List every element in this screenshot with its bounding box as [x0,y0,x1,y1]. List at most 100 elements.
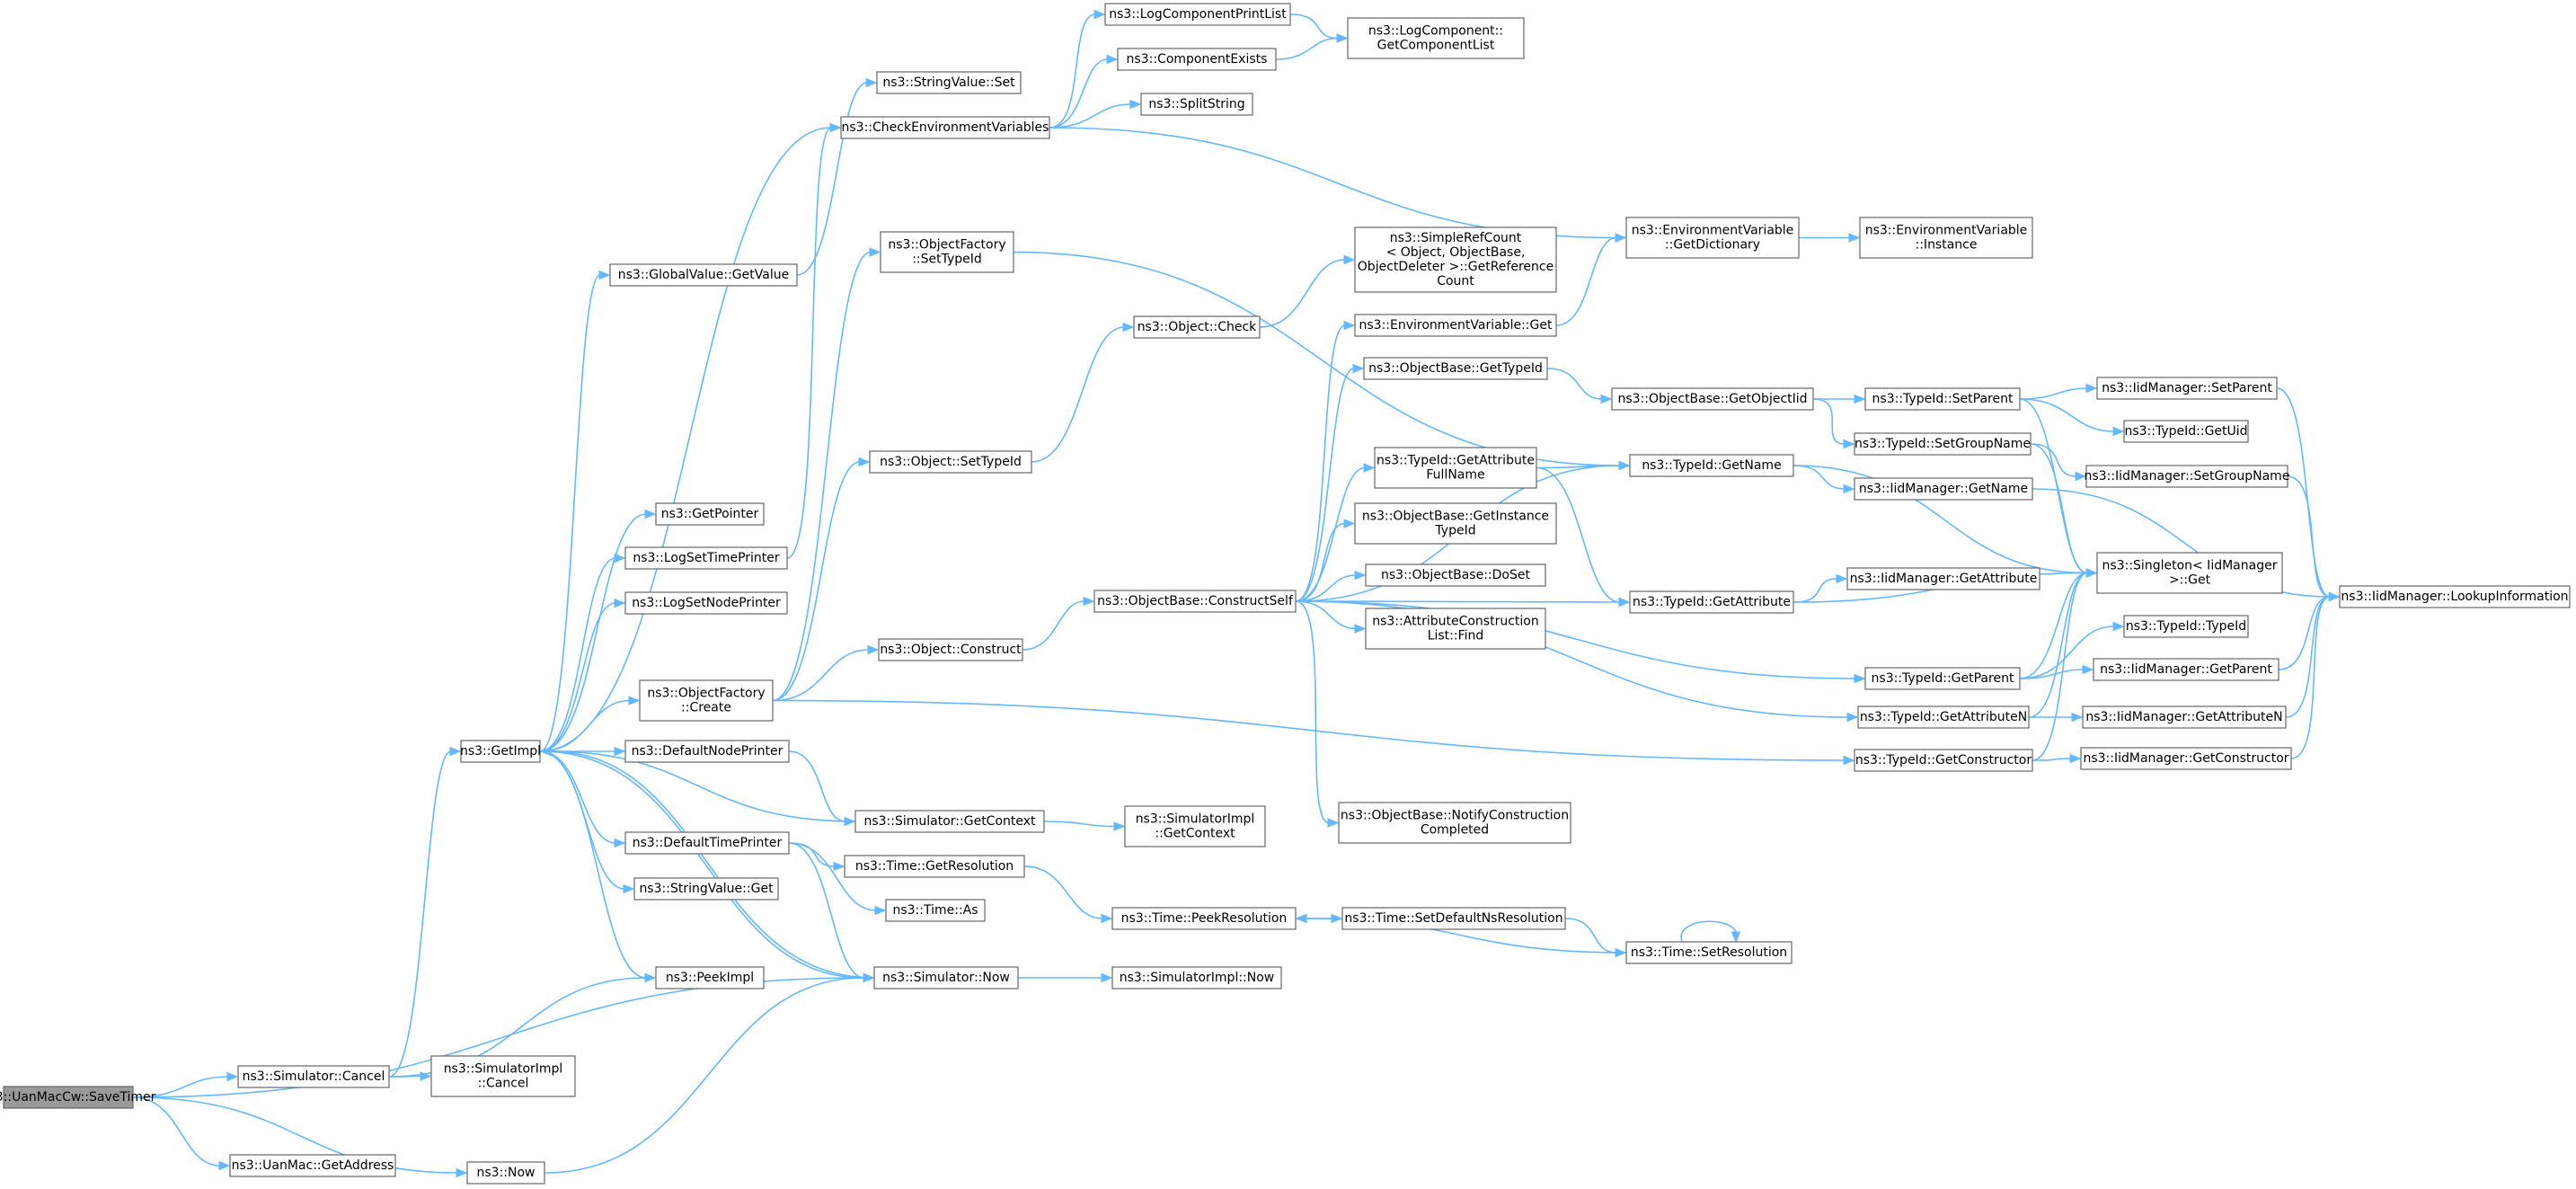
node-objectbase-notifyconstructioncompleted[interactable]: ns3::ObjectBase::NotifyConstructionCompl… [1338,802,1571,844]
call-edge [549,750,875,979]
node-label: GetComponentList [1377,39,1495,53]
node-iidmanager-getattribute[interactable]: ns3::IidManager::GetAttribute [1846,567,2040,590]
node-box [1104,3,1291,26]
node-iidmanager-setgroupname[interactable]: ns3::IidManager::SetGroupName [2085,465,2290,488]
node-iidmanager-getname[interactable]: ns3::IidManager::GetName [1854,477,2033,501]
node-box [876,71,1022,94]
node-objectbase-constructself[interactable]: ns3::ObjectBase::ConstructSelf [1093,590,1297,613]
call-edge-arrowhead [1846,712,1859,723]
node-time-as[interactable]: ns3::Time::As [885,899,986,922]
node-globalvalue-getvalue[interactable]: ns3::GlobalValue::GetValue [609,263,798,287]
node-box [1629,590,1794,614]
call-edge-arrowhead [1843,755,1855,766]
call-edge [1680,920,1738,943]
call-edge-arrowhead [1615,233,1627,243]
node-time-peekresolution[interactable]: ns3::Time::PeekResolution [1111,907,1297,930]
node-defaultnodeprinter[interactable]: ns3::DefaultNodePrinter [624,740,790,763]
node-objectfactory-create[interactable]: ns3::ObjectFactory::Create [639,679,774,722]
node-iidmanager-getattributen[interactable]: ns3::IidManager::GetAttributeN [2082,705,2287,729]
node-typeid-setgroupname[interactable]: ns3::TypeId::SetGroupName [1854,432,2032,456]
node-logcomponentprintlist[interactable]: ns3::LogComponentPrintList [1104,3,1291,26]
call-edge [388,750,452,1078]
call-edge [2030,443,2077,477]
node-simulator-now[interactable]: ns3::Simulator::Now [873,966,1019,989]
call-edge [786,127,832,559]
node-typeid-typeid[interactable]: ns3::TypeId::TypeId [2123,615,2249,638]
call-edge [2019,398,2115,432]
node-now[interactable]: ns3::Now [466,1161,545,1185]
node-typeid-getattribute[interactable]: ns3::TypeId::GetAttribute [1629,590,1794,614]
node-iidmanager-setparent[interactable]: ns3::IidManager::SetParent [2096,377,2278,400]
node-singleton-iidmanager-get[interactable]: ns3::Singleton< IidManager>::Get [2096,552,2283,594]
call-edge-arrowhead [226,1071,239,1082]
node-componentexists[interactable]: ns3::ComponentExists [1117,48,1277,71]
node-uanmaccw-savetimer[interactable]: ns3::UanMacCw::SaveTimer [0,1086,156,1109]
node-logsettimeprinter[interactable]: ns3::LogSetTimePrinter [624,546,788,570]
node-iidmanager-lookupinformation[interactable]: ns3::IidManager::LookupInformation [2339,585,2571,608]
node-defaulttimeprinter[interactable]: ns3::DefaultTimePrinter [624,831,790,855]
node-iidmanager-getconstructor[interactable]: ns3::IidManager::GetConstructor [2080,747,2292,770]
node-logcomponent-getcomponentlist[interactable]: ns3::LogComponent::GetComponentList [1347,17,1525,59]
call-edge [539,274,601,752]
node-simulatorimpl-cancel[interactable]: ns3::SimulatorImpl::Cancel [430,1055,576,1097]
node-object-check[interactable]: ns3::Object::Check [1133,315,1261,339]
node-objectbase-getobjectiid[interactable]: ns3::ObjectBase::GetObjectIid [1611,387,1814,411]
node-box [878,638,1023,661]
node-time-getresolution[interactable]: ns3::Time::GetResolution [844,855,1025,878]
call-edge [1295,522,1346,602]
node-getpointer[interactable]: ns3::GetPointer [655,502,765,526]
node-checkenvironmentvariables[interactable]: ns3::CheckEnvironmentVariables [840,116,1050,139]
node-time-setdefaultnsresolution[interactable]: ns3::Time::SetDefaultNsResolution [1341,907,1566,930]
node-objectbase-gettypeid[interactable]: ns3::ObjectBase::GetTypeId [1363,357,1548,380]
node-label: ns3::SplitString [1148,97,1244,111]
node-object-settypeid[interactable]: ns3::Object::SetTypeId [869,450,1032,474]
node-stringvalue-get[interactable]: ns3::StringValue::Get [633,877,779,901]
node-environmentvariable-get[interactable]: ns3::EnvironmentVariable::Get [1354,314,1557,337]
node-objectbase-doset[interactable]: ns3::ObjectBase::DoSet [1365,563,1546,587]
call-edge-arrowhead [456,1167,468,1178]
call-edge-arrowhead [614,746,626,757]
node-label: ns3::Object::Check [1138,320,1257,334]
node-typeid-getparent[interactable]: ns3::TypeId::GetParent [1864,667,2021,690]
call-edge-arrowhead [1101,972,1113,983]
node-typeid-getconstructor[interactable]: ns3::TypeId::GetConstructor [1854,749,2033,772]
node-object-construct[interactable]: ns3::Object::Construct [878,638,1023,661]
node-simulator-cancel[interactable]: ns3::Simulator::Cancel [237,1065,390,1088]
call-edge [1295,600,1330,824]
node-logsetnodeprinter[interactable]: ns3::LogSetNodePrinter [624,591,788,615]
node-label: ns3::SimulatorImpl::Now [1120,971,1275,985]
node-time-setresolution[interactable]: ns3::Time::SetResolution [1625,941,1793,964]
node-uanmac-getaddress[interactable]: ns3::UanMac::GetAddress [229,1154,396,1177]
node-stringvalue-set[interactable]: ns3::StringValue::Set [876,71,1022,94]
node-label: ns3::DefaultTimePrinter [633,836,783,850]
call-edge-arrowhead [1101,913,1113,924]
node-box [1093,590,1297,613]
node-label: ns3::StringValue::Set [882,75,1015,90]
node-label: ns3::CheckEnvironmentVariables [842,120,1049,135]
node-environmentvariable-getdictionary[interactable]: ns3::EnvironmentVariable::GetDictionary [1625,217,1800,259]
node-typeid-getattributen[interactable]: ns3::TypeId::GetAttributeN [1857,705,2030,729]
node-environmentvariable-instance[interactable]: ns3::EnvironmentVariable::Instance [1859,217,2033,259]
node-splitstring[interactable]: ns3::SplitString [1140,93,1253,116]
node-typeid-getuid[interactable]: ns3::TypeId::GetUid [2123,420,2249,443]
call-edge-arrowhead [2328,591,2341,602]
node-peekimpl[interactable]: ns3::PeekImpl [655,966,765,989]
node-iidmanager-getparent[interactable]: ns3::IidManager::GetParent [2093,658,2279,681]
node-simulatorimpl-now[interactable]: ns3::SimulatorImpl::Now [1111,966,1282,989]
node-box [1338,802,1571,844]
node-typeid-getname[interactable]: ns3::TypeId::GetName [1629,454,1794,477]
call-edge-arrowhead [2069,753,2082,764]
node-simulator-getcontext[interactable]: ns3::Simulator::GetContext [854,810,1045,833]
call-edge [2019,572,2088,679]
node-simplerefcount-getreferencecount[interactable]: ns3::SimpleRefCount< Object, ObjectBase,… [1354,226,1557,293]
node-objectfactory-settypeid[interactable]: ns3::ObjectFactory::SetTypeId [880,231,1014,273]
call-edge [1023,865,1103,919]
node-typeid-setparent[interactable]: ns3::TypeId::SetParent [1864,387,2021,411]
node-box [1140,93,1253,116]
call-edge-arrowhead [1327,818,1340,828]
node-simulatorimpl-getcontext[interactable]: ns3::SimulatorImpl::GetContext [1124,805,1266,847]
node-getimpl[interactable]: ns3::GetImpl [460,740,541,763]
